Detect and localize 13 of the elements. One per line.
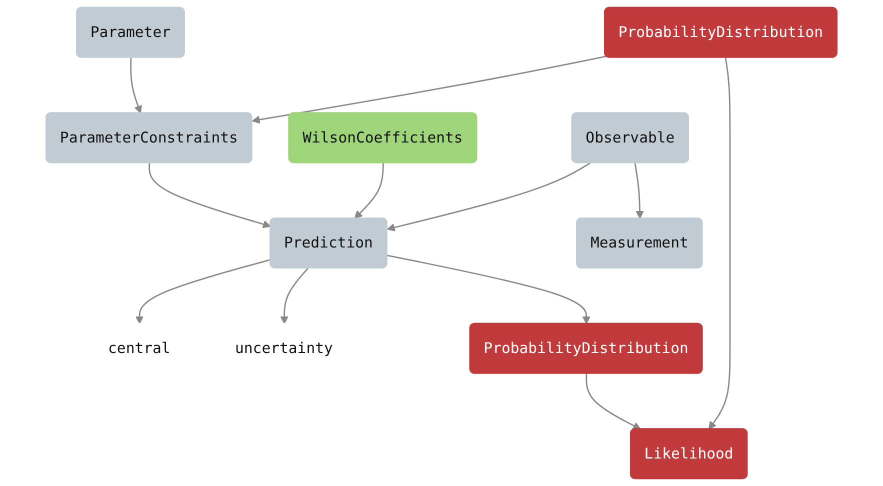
node-text: uncertainty [235,339,333,357]
arrow [280,268,308,324]
node-text: central [108,339,170,357]
arrow [708,58,731,430]
arrow [354,163,384,219]
arrow [387,254,590,324]
arrow [130,58,142,114]
arrow [386,162,591,232]
arrow [634,162,644,219]
arrow [148,163,271,228]
arrow [252,56,606,124]
arrow [135,259,271,324]
arrow [586,374,641,430]
